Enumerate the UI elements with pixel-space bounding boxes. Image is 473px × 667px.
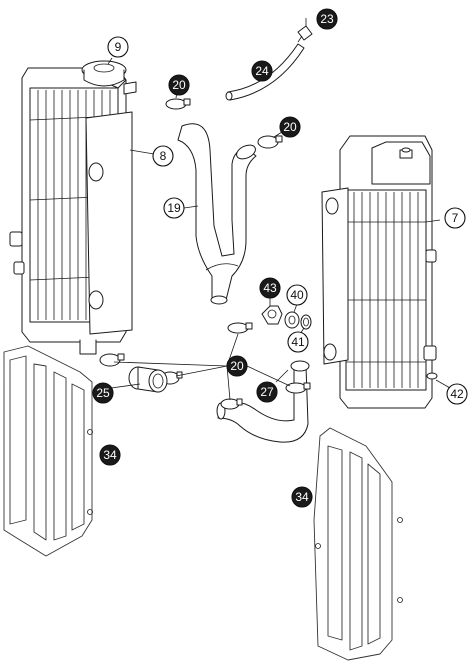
hose-clamp-mid xyxy=(227,322,253,334)
svg-text:20: 20 xyxy=(230,359,244,373)
callout-7: 7 xyxy=(444,207,466,229)
callout-20-upper-left: 20 xyxy=(168,74,190,96)
left-radiator-guard xyxy=(3,345,93,557)
svg-text:9: 9 xyxy=(115,40,122,54)
svg-text:27: 27 xyxy=(260,385,274,399)
svg-text:8: 8 xyxy=(160,149,167,163)
radiator-cap xyxy=(81,60,127,87)
svg-text:24: 24 xyxy=(255,64,269,78)
leader-lines xyxy=(103,18,451,401)
svg-text:34: 34 xyxy=(103,448,117,462)
callout-19: 19 xyxy=(163,197,185,219)
callout-43: 43 xyxy=(259,277,281,299)
callout-25: 25 xyxy=(92,382,114,404)
callout-34-right: 34 xyxy=(291,486,313,508)
svg-text:19: 19 xyxy=(167,201,181,215)
plug-43 xyxy=(261,305,283,325)
svg-text:20: 20 xyxy=(283,120,297,134)
upper-y-hose xyxy=(177,123,257,305)
hose-clamp-upper-2 xyxy=(257,135,283,149)
lower-hose xyxy=(216,360,310,443)
svg-text:40: 40 xyxy=(290,288,304,302)
svg-text:41: 41 xyxy=(291,335,305,349)
hose-clamp-lower-2 xyxy=(285,382,311,394)
o-ring-41 xyxy=(300,314,312,330)
svg-text:20: 20 xyxy=(172,78,186,92)
svg-text:7: 7 xyxy=(452,211,459,225)
svg-text:25: 25 xyxy=(96,386,110,400)
short-connecting-hose xyxy=(128,366,168,393)
svg-text:43: 43 xyxy=(263,281,277,295)
callout-8: 8 xyxy=(152,145,174,167)
callout-40: 40 xyxy=(286,284,308,306)
callout-20-upper-right: 20 xyxy=(279,116,301,138)
screw-42 xyxy=(426,372,438,386)
overflow-hose xyxy=(225,43,305,101)
callout-23: 23 xyxy=(316,8,338,30)
hose-clamp-left-1 xyxy=(99,353,125,367)
callout-20-center: 20 xyxy=(226,355,248,377)
left-radiator xyxy=(9,67,137,355)
svg-text:34: 34 xyxy=(295,490,309,504)
hose-clamp-upper-1 xyxy=(165,98,191,110)
callout-24: 24 xyxy=(251,60,273,82)
right-radiator xyxy=(321,135,437,409)
hose-fitting xyxy=(297,25,313,43)
washer-40 xyxy=(284,311,300,329)
right-radiator-guard xyxy=(313,427,403,661)
callout-41: 41 xyxy=(287,331,309,353)
callout-42: 42 xyxy=(446,383,468,405)
svg-text:23: 23 xyxy=(320,12,334,26)
callout-34-left: 34 xyxy=(99,444,121,466)
svg-text:42: 42 xyxy=(450,387,464,401)
callout-27: 27 xyxy=(256,381,278,403)
callout-9: 9 xyxy=(107,36,129,58)
